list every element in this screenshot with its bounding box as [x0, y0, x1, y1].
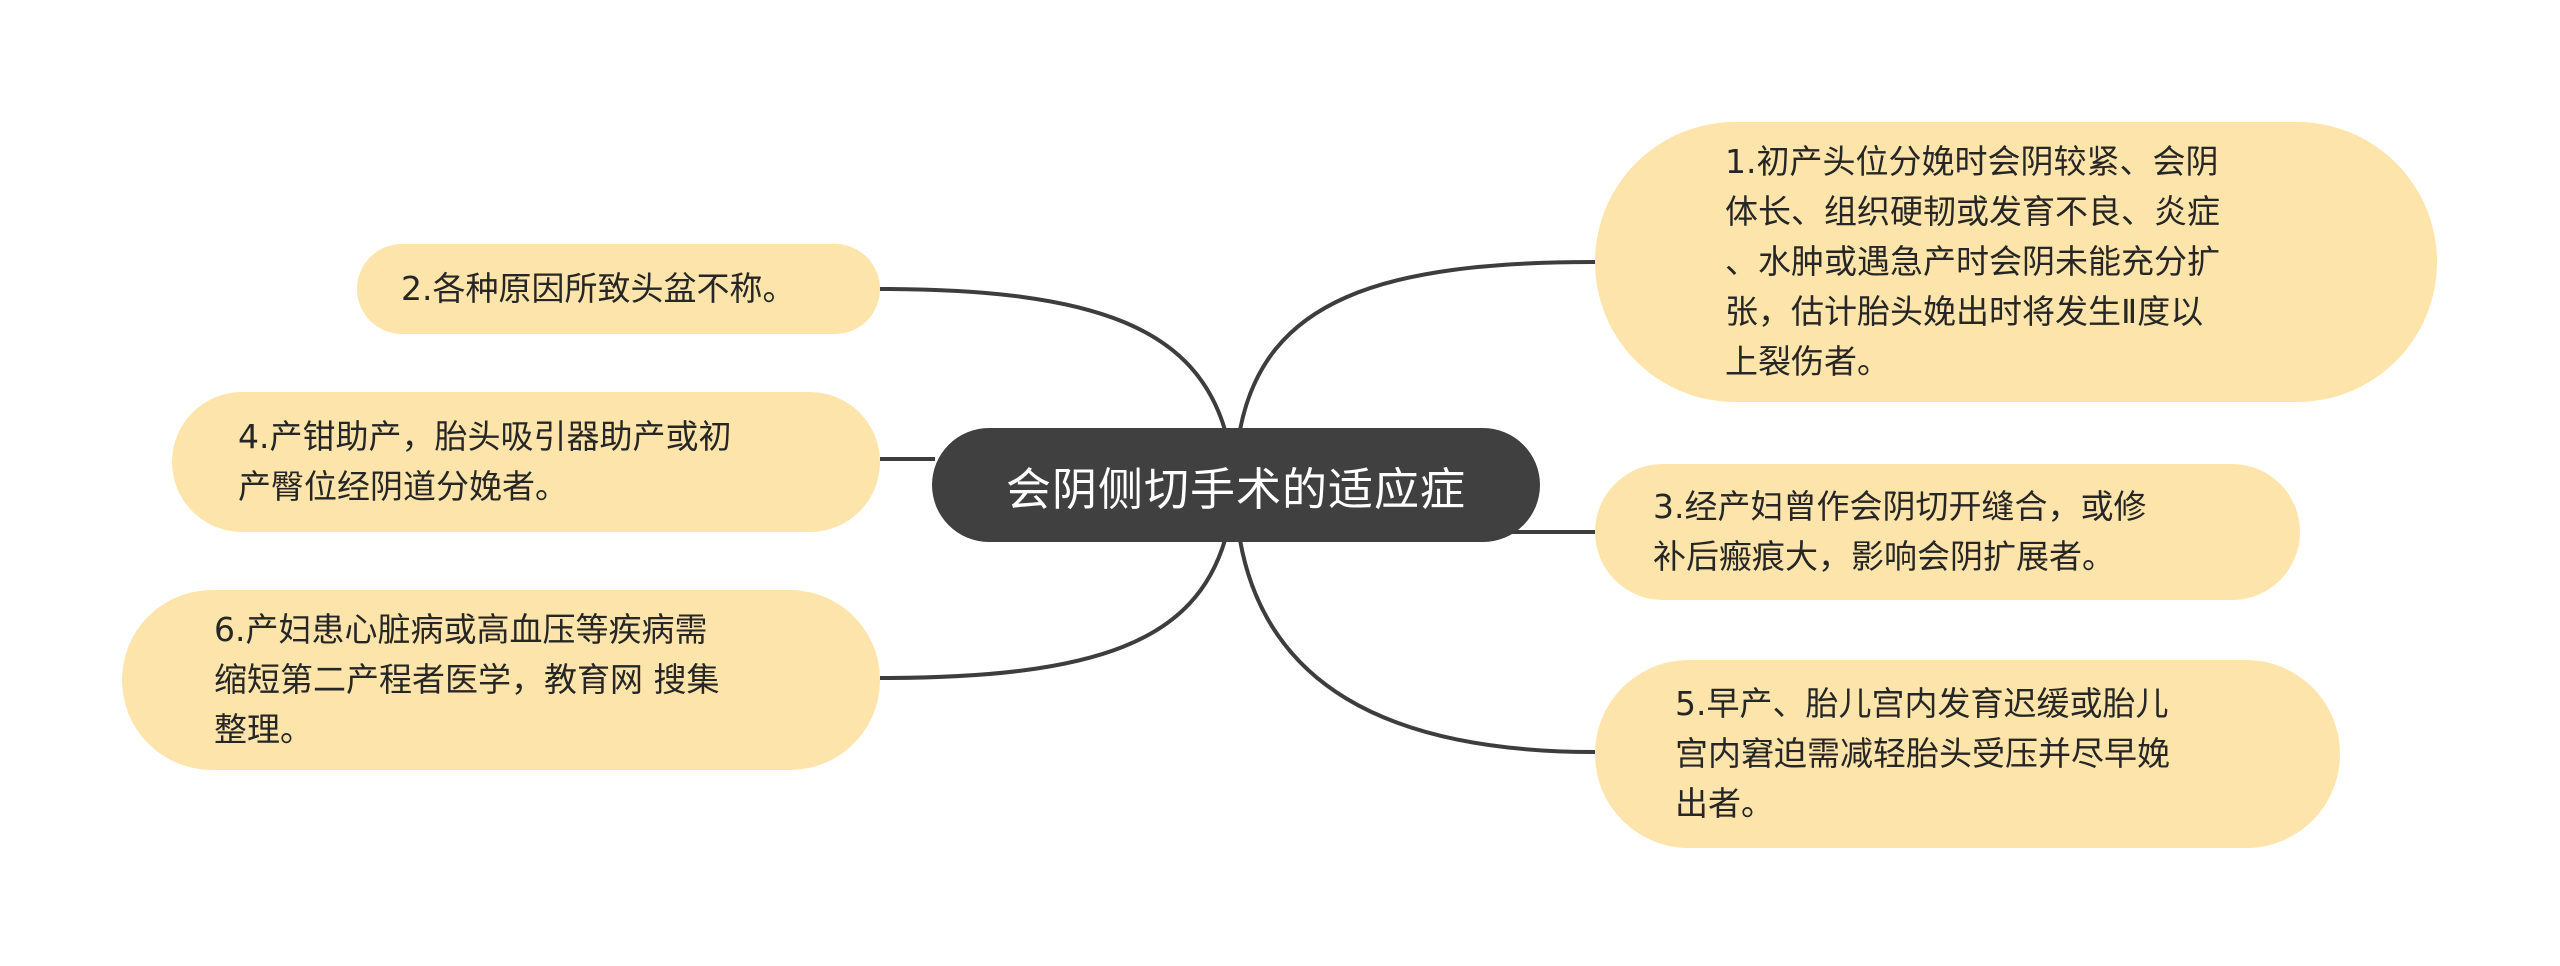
central-topic[interactable]: 会阴侧切手术的适应症 — [932, 428, 1540, 542]
topic-node-5-label: 5.早产、胎儿宫内发育迟缓或胎儿 宫内窘迫需减轻胎头受压并尽早娩 出者。 — [1675, 684, 2170, 823]
topic-node-5[interactable]: 5.早产、胎儿宫内发育迟缓或胎儿 宫内窘迫需减轻胎头受压并尽早娩 出者。 — [1595, 660, 2340, 848]
connector-center-to-node-6 — [879, 539, 1227, 680]
connector-center-to-node-5 — [1238, 539, 1596, 754]
connector-center-to-node-1 — [1238, 260, 1596, 431]
topic-node-2-label: 2.各种原因所致头盆不称。 — [401, 269, 796, 308]
central-topic-label: 会阴侧切手术的适应症 — [1005, 462, 1466, 516]
topic-node-4[interactable]: 4.产钳助产，胎头吸引器助产或初 产臀位经阴道分娩者。 — [172, 392, 880, 532]
connector-center-to-node-2 — [879, 287, 1227, 431]
topic-node-1[interactable]: 1.初产头位分娩时会阴较紧、会阴 体长、组织硬韧或发育不良、炎症 、水肿或遇急产… — [1595, 122, 2437, 402]
topic-node-3-label: 3.经产妇曾作会阴切开缝合，或修 补后瘢痕大，影响会阴扩展者。 — [1653, 487, 2147, 576]
topic-node-4-label: 4.产钳助产，胎头吸引器助产或初 产臀位经阴道分娩者。 — [238, 417, 732, 506]
topic-node-1-label: 1.初产头位分娩时会阴较紧、会阴 体长、组织硬韧或发育不良、炎症 、水肿或遇急产… — [1725, 142, 2220, 381]
topic-node-6-label: 6.产妇患心脏病或高血压等疾病需 缩短第二产程者医学，教育网 搜集 整理。 — [214, 610, 720, 749]
topic-node-3[interactable]: 3.经产妇曾作会阴切开缝合，或修 补后瘢痕大，影响会阴扩展者。 — [1595, 464, 2300, 600]
topic-node-2[interactable]: 2.各种原因所致头盆不称。 — [357, 244, 880, 334]
topic-node-6[interactable]: 6.产妇患心脏病或高血压等疾病需 缩短第二产程者医学，教育网 搜集 整理。 — [122, 590, 880, 770]
